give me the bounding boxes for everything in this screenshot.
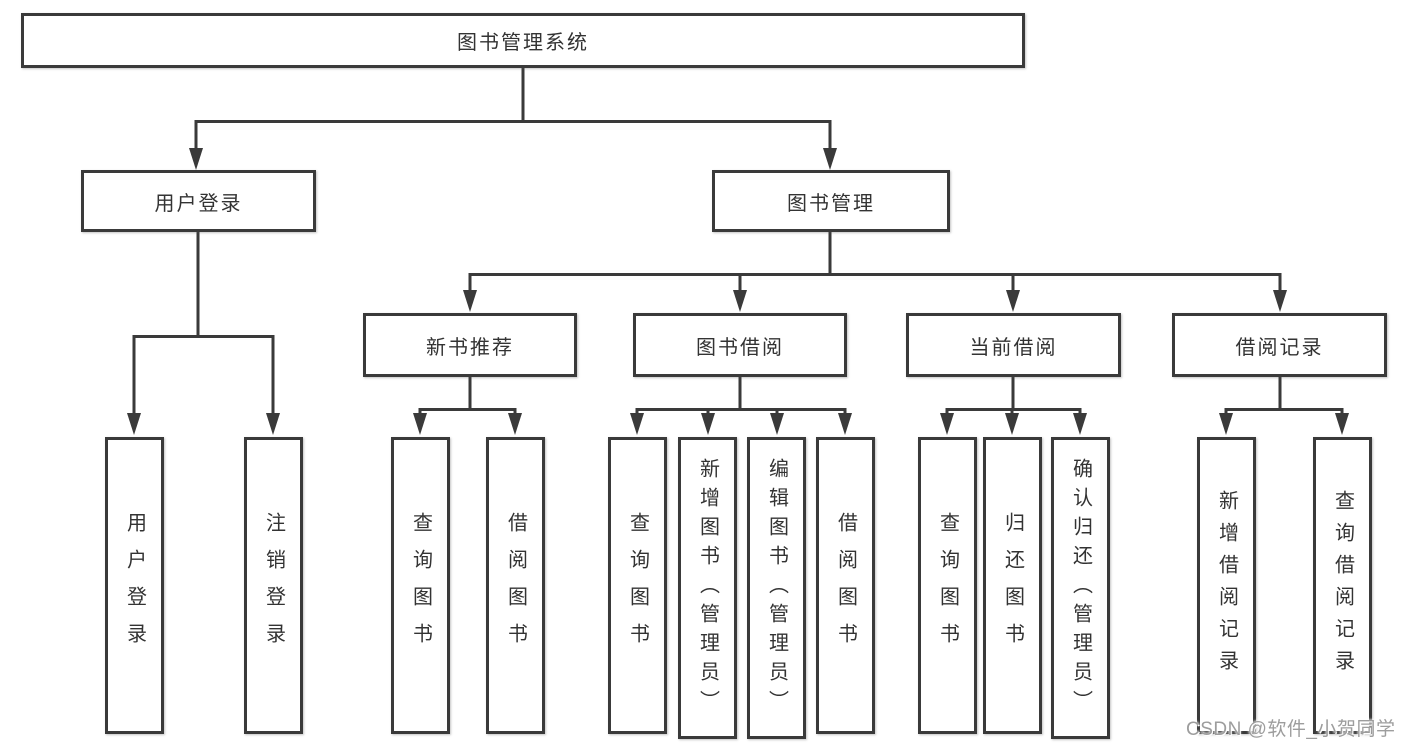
- node-label: 借阅图书: [834, 511, 857, 660]
- arrow-down-icon: [1273, 290, 1287, 312]
- node-label: 图书借阅: [696, 336, 784, 359]
- leaf-borrow-books-recommend: 借阅图书: [486, 437, 545, 734]
- arrow-down-icon: [701, 413, 715, 435]
- leaf-confirm-return-admin: 确认归还（管理员）: [1051, 437, 1110, 739]
- arrow-down-icon: [1006, 290, 1020, 312]
- node-book-management: 图书管理: [712, 170, 950, 232]
- arrow-down-icon: [1219, 413, 1233, 435]
- node-label: 新增借阅记录: [1215, 489, 1238, 682]
- leaf-user-login: 用户登录: [105, 437, 164, 734]
- node-label: 注销登录: [262, 511, 285, 660]
- leaf-borrow-books: 借阅图书: [816, 437, 875, 734]
- arrow-down-icon: [127, 413, 141, 435]
- node-label: 借阅图书: [504, 511, 527, 660]
- arrow-down-icon: [1005, 413, 1019, 435]
- leaf-query-books-recommend: 查询图书: [391, 437, 450, 734]
- leaf-logout: 注销登录: [244, 437, 303, 734]
- leaf-add-book-admin: 新增图书（管理员）: [678, 437, 737, 739]
- node-label: 用户登录: [123, 511, 146, 660]
- node-label: 查询借阅记录: [1331, 489, 1354, 682]
- node-label: 新书推荐: [426, 336, 514, 359]
- arrow-down-icon: [508, 413, 522, 435]
- node-label: 当前借阅: [969, 336, 1058, 359]
- arrow-down-icon: [940, 413, 954, 435]
- arrow-down-icon: [463, 290, 477, 312]
- leaf-query-borrow-record: 查询借阅记录: [1313, 437, 1372, 734]
- arrow-down-icon: [189, 148, 203, 170]
- leaf-query-books-borrow: 查询图书: [608, 437, 667, 734]
- node-current-borrow: 当前借阅: [906, 313, 1121, 377]
- arrow-down-icon: [770, 413, 784, 435]
- node-label: 确认归还（管理员）: [1069, 457, 1092, 719]
- node-label: 图书管理: [787, 192, 875, 215]
- node-label: 借阅记录: [1235, 336, 1324, 359]
- node-label: 图书管理系统: [457, 32, 589, 54]
- leaf-add-borrow-record: 新增借阅记录: [1197, 437, 1256, 734]
- arrow-down-icon: [413, 413, 427, 435]
- node-book-borrow: 图书借阅: [633, 313, 847, 377]
- arrow-down-icon: [266, 413, 280, 435]
- node-label: 查询图书: [409, 511, 432, 660]
- node-label: 用户登录: [154, 192, 243, 215]
- node-label: 查询图书: [626, 511, 649, 660]
- arrow-down-icon: [1335, 413, 1349, 435]
- node-user-login: 用户登录: [81, 170, 316, 232]
- arrow-down-icon: [838, 413, 852, 435]
- arrow-down-icon: [630, 413, 644, 435]
- node-borrow-records: 借阅记录: [1172, 313, 1387, 377]
- node-new-book-recommend: 新书推荐: [363, 313, 577, 377]
- leaf-query-books-current: 查询图书: [918, 437, 977, 734]
- arrow-down-icon: [1073, 413, 1087, 435]
- node-library-system: 图书管理系统: [21, 13, 1025, 68]
- node-label: 编辑图书（管理员）: [765, 457, 788, 719]
- arrow-down-icon: [733, 290, 747, 312]
- arrow-down-icon: [823, 148, 837, 170]
- leaf-return-book: 归还图书: [983, 437, 1042, 734]
- node-label: 归还图书: [1001, 511, 1024, 660]
- node-label: 新增图书（管理员）: [696, 457, 719, 719]
- node-label: 查询图书: [936, 511, 959, 660]
- watermark: CSDN @软件_小贺同学: [1186, 719, 1396, 740]
- leaf-edit-book-admin: 编辑图书（管理员）: [747, 437, 806, 739]
